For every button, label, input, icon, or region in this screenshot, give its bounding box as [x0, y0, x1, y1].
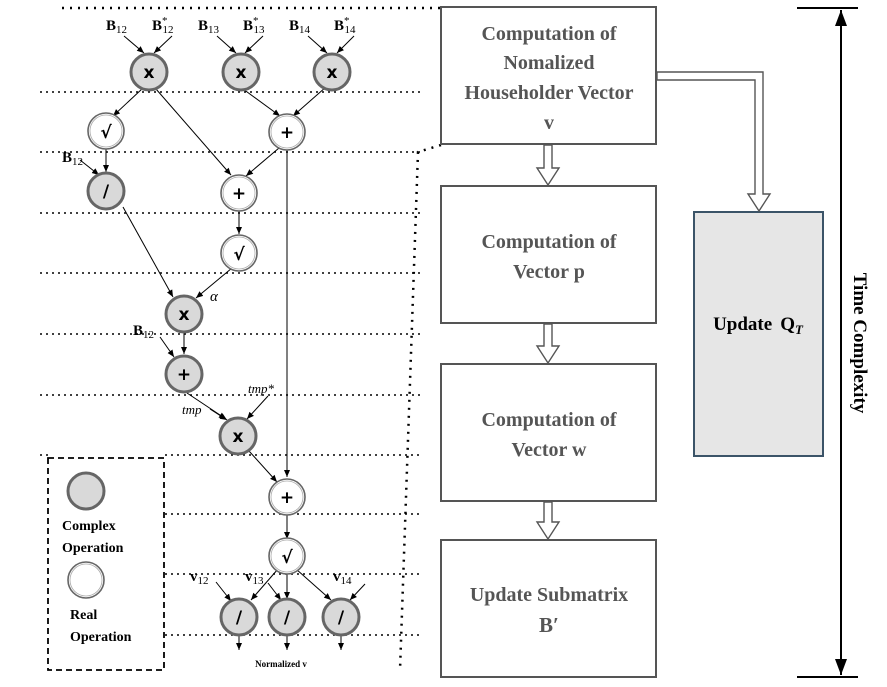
- svg-text:/: /: [236, 608, 243, 628]
- legend-real-line1: Real: [70, 608, 97, 623]
- input-label-b14-conj: B*14: [334, 15, 356, 36]
- vector-p-block: Computation of Vector p: [440, 185, 657, 324]
- input-label-b12-conj: B*12: [152, 15, 174, 36]
- add-node-1: +: [268, 113, 306, 151]
- dataflow-edges: [79, 35, 366, 650]
- svg-text:Householder Vector: Householder Vector: [464, 82, 633, 104]
- legend-complex-line2: Operation: [62, 541, 124, 556]
- tmp-label: tmp: [182, 402, 202, 417]
- svg-text:+: +: [280, 123, 294, 143]
- divide-node-1: /: [86, 171, 126, 211]
- input-label-b12: B12: [106, 18, 127, 36]
- time-complexity-axis: [797, 7, 858, 678]
- divide-node-v12: /: [219, 597, 259, 637]
- output-label-v14: v14: [333, 569, 352, 587]
- legend-real-line2: Operation: [70, 630, 132, 645]
- svg-text:v: v: [544, 112, 554, 134]
- svg-text:+: +: [177, 365, 191, 385]
- svg-text:B′: B′: [539, 613, 559, 637]
- arrow-w-to-b: [535, 501, 561, 541]
- svg-text:Vector p: Vector p: [513, 261, 585, 283]
- input-label-b12-divide: B12: [62, 150, 83, 168]
- svg-text:x: x: [179, 305, 190, 325]
- add-node-3: +: [268, 478, 306, 516]
- svg-text:x: x: [144, 63, 155, 83]
- alpha-label: α: [210, 289, 219, 305]
- add-node-complex: +: [164, 354, 204, 394]
- arrow-v-to-p: [535, 144, 561, 187]
- legend-real-swatch: [67, 561, 105, 599]
- input-label-b12-add: B12: [133, 323, 154, 341]
- multiply-node-b13: x: [221, 52, 261, 92]
- multiply-node-b14: x: [312, 52, 352, 92]
- svg-text:/: /: [284, 608, 291, 628]
- divide-node-v13: /: [267, 597, 307, 637]
- multiply-node-alpha: x: [164, 294, 204, 334]
- zoom-connector-lines: [62, 6, 442, 671]
- divide-node-v14: /: [321, 597, 361, 637]
- legend-complex-swatch: [66, 471, 106, 511]
- output-labels: v12 v13 v14 Normalized v: [190, 569, 352, 669]
- svg-text:√: √: [233, 245, 245, 265]
- arrow-p-to-w: [535, 323, 561, 365]
- operation-nodes: x x x √ + / +: [86, 52, 361, 637]
- tmp-conj-label: tmp*: [248, 381, 275, 396]
- input-label-b14: B14: [289, 18, 311, 36]
- svg-text:Nomalized: Nomalized: [503, 52, 594, 74]
- legend-complex-line1: Complex: [62, 519, 116, 534]
- svg-text:+: +: [232, 184, 246, 204]
- input-label-b13: B13: [198, 18, 220, 36]
- multiply-node-tmp: x: [218, 416, 258, 456]
- svg-text:x: x: [236, 63, 247, 83]
- sqrt-node-1: √: [87, 112, 125, 150]
- normalized-v-label: Normalized v: [255, 659, 307, 669]
- sqrt-node-2: √: [220, 234, 258, 272]
- add-node-2: +: [220, 174, 258, 212]
- block-arrows: [535, 71, 772, 541]
- svg-text:√: √: [281, 548, 293, 568]
- svg-text:Computation of: Computation of: [481, 409, 616, 431]
- intermediate-labels: α tmp* tmp: [182, 289, 275, 417]
- svg-text:Computation of: Computation of: [481, 231, 616, 253]
- svg-text:x: x: [327, 63, 338, 83]
- svg-text:/: /: [338, 608, 345, 628]
- vector-w-block: Computation of Vector w: [440, 363, 657, 502]
- svg-text:Vector w: Vector w: [512, 439, 588, 461]
- arrow-v-to-q: [656, 71, 772, 213]
- multiply-node-b12: x: [129, 52, 169, 92]
- submatrix-block: Update Submatrix B′: [440, 539, 657, 678]
- svg-text:√: √: [100, 123, 112, 143]
- legend-frame: [47, 457, 165, 671]
- output-label-v13: v13: [245, 569, 264, 587]
- flow-blocks: Computation of Nomalized Householder Vec…: [440, 6, 824, 678]
- output-label-v12: v12: [190, 569, 209, 587]
- input-labels: B12 B*12 B13 B*13 B14 B*14 B12 B12: [62, 15, 356, 341]
- svg-text:x: x: [233, 427, 244, 447]
- svg-text:Update Submatrix: Update Submatrix: [470, 584, 628, 606]
- svg-text:Computation of: Computation of: [481, 23, 616, 45]
- input-label-b13-conj: B*13: [243, 15, 265, 36]
- svg-text:+: +: [280, 488, 294, 508]
- time-complexity-label: Time Complexity: [849, 273, 870, 414]
- householder-block: Computation of Nomalized Householder Vec…: [440, 6, 657, 145]
- legend: Complex Operation Real Operation: [47, 457, 165, 671]
- sqrt-node-3: √: [268, 537, 306, 575]
- svg-text:/: /: [103, 182, 110, 202]
